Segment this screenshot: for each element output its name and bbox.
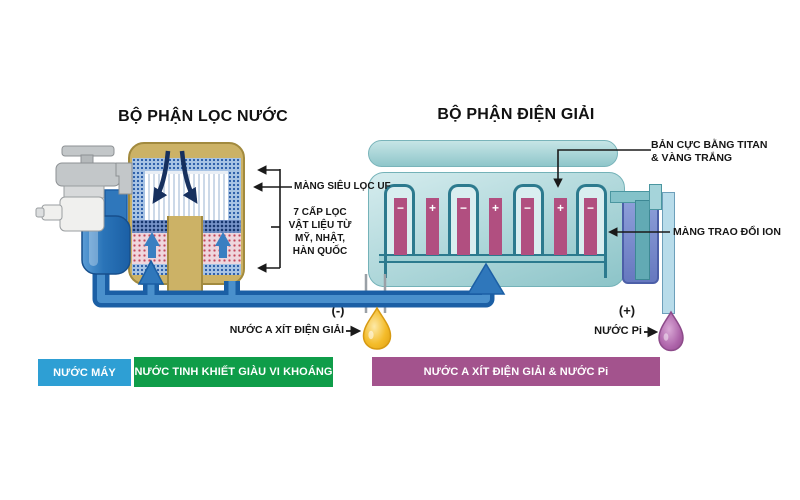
electrode-plate: − [584, 198, 597, 255]
acid-water-label: NƯỚC A XÍT ĐIỆN GIẢI [229, 324, 344, 336]
channel-drain-left [384, 256, 387, 278]
legend-tap-water: NƯỚC MÁY [38, 359, 131, 386]
uf-membrane-layer [132, 171, 241, 220]
electrode-sign: + [491, 201, 499, 215]
pi-water-tube [662, 192, 675, 314]
uf-membrane-label: MÀNG SIÊU LỌC UF [294, 181, 391, 192]
legend-tap-water-label: NƯỚC MÁY [53, 366, 116, 379]
acid-water-drop-icon [362, 306, 392, 350]
pi-water-drop-icon [658, 310, 684, 352]
filter-media-left-column [132, 171, 145, 220]
electrode-sign: − [459, 201, 467, 215]
electrolysis-chamber: − + − + − + − [368, 172, 625, 287]
electrolysis-section-title: BỘ PHẬN ĐIỆN GIẢI [437, 106, 595, 123]
electrode-sign: + [556, 201, 564, 215]
seven-stage-filter-label: 7 CẤP LỌC VẬT LIỆU TỪ MỸ, NHẬT, HÀN QUỐC [288, 207, 352, 257]
filter-media-right-column [228, 171, 241, 220]
outlet-pipe-vertical [635, 200, 650, 280]
electrode-sign: − [396, 201, 404, 215]
electrode-plate: + [554, 198, 567, 255]
filter-media-top-band [132, 158, 241, 171]
electrode-sign: − [586, 201, 594, 215]
electrode-plates-label: BẢN CỰC BẰNG TITAN & VÀNG TRẮNG [651, 139, 768, 164]
filter-section-title: BỘ PHẬN LỌC NƯỚC [118, 108, 288, 125]
faucet-icon [35, 145, 133, 232]
legend-pure-water-label: NƯỚC TINH KHIẾT GIÀU VI KHOÁNG [134, 366, 333, 378]
electrode-plate: + [426, 198, 439, 255]
electrode-plate: − [521, 198, 534, 255]
legend-pure-water: NƯỚC TINH KHIẾT GIÀU VI KHOÁNG [134, 357, 333, 387]
electrode-plate: + [489, 198, 502, 255]
electrode-sign: + [428, 201, 436, 215]
uf-membrane-stripes [145, 171, 228, 220]
electrode-shelf [379, 254, 607, 263]
filter-center-column [167, 216, 203, 294]
channel-drain-right [604, 256, 607, 278]
electrode-sign: − [523, 201, 531, 215]
pi-water-polarity: (+) [618, 303, 636, 318]
water-tank [81, 215, 131, 275]
acid-water-polarity: (-) [331, 303, 345, 318]
electrode-plate: − [394, 198, 407, 255]
electrolysis-lid [368, 140, 618, 167]
pipe-fitting [649, 184, 662, 210]
faucet-connector-pipe [104, 189, 128, 223]
ion-exchange-membrane-label: MÀNG TRAO ĐỔI ION [673, 226, 781, 238]
electrode-plate: − [457, 198, 470, 255]
legend-acid-pi-water-label: NƯỚC A XÍT ĐIỆN GIẢI & NƯỚC Pi [423, 365, 609, 378]
pi-water-label: NƯỚC Pi [594, 325, 642, 337]
legend-acid-pi-water: NƯỚC A XÍT ĐIỆN GIẢI & NƯỚC Pi [372, 357, 660, 386]
